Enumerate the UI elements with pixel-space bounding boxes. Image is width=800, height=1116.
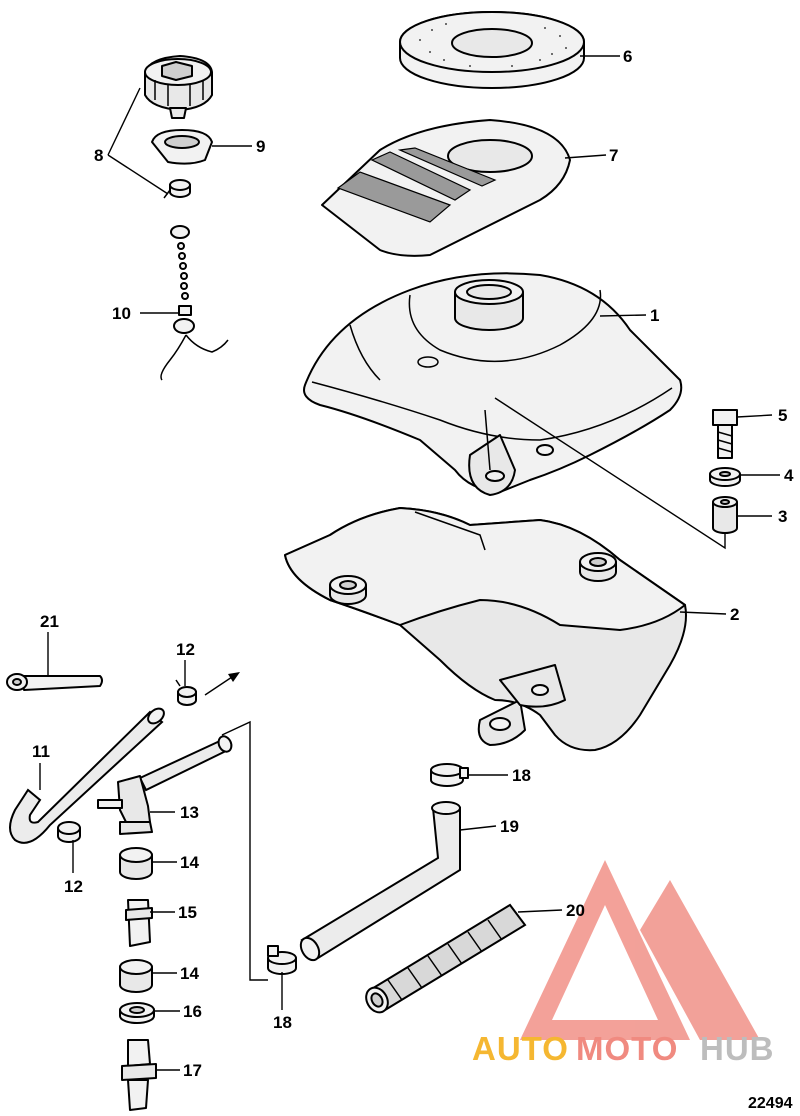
callout-7: 7 — [609, 146, 618, 165]
part-19-elbow-hose — [299, 801, 461, 962]
part-10-retainer-chain — [160, 225, 229, 381]
part-15-connector — [125, 899, 153, 947]
part-20-sleeve — [365, 903, 527, 1014]
callout-21: 21 — [40, 612, 59, 631]
callout-4: 4 — [784, 466, 794, 485]
callout-19: 19 — [500, 817, 519, 836]
callout-16: 16 — [183, 1002, 202, 1021]
watermark-text-moto: MOTO — [576, 1030, 678, 1067]
callout-18-top: 18 — [512, 766, 531, 785]
catalog-number: 22494 — [748, 1095, 793, 1112]
watermark-text-hub: HUB — [700, 1030, 775, 1067]
part-8-filler-cap — [144, 55, 213, 119]
callout-1: 1 — [650, 306, 659, 325]
part-12-clamp-top — [175, 679, 197, 706]
part-13-fuel-valve — [97, 735, 233, 835]
part-21-tie-strap — [6, 673, 103, 691]
watermark-triangle-icon — [520, 860, 690, 1040]
part-18-clamp-top — [430, 763, 469, 787]
callout-2: 2 — [730, 605, 739, 624]
callout-13: 13 — [180, 803, 199, 822]
callout-9: 9 — [256, 137, 265, 156]
part-18-clamp-bottom — [267, 945, 297, 975]
part-14-spacer-bottom — [119, 959, 153, 993]
callout-14-bottom: 14 — [180, 964, 199, 983]
callout-14-top: 14 — [180, 853, 199, 872]
part-6-foam-filter — [399, 11, 585, 89]
part-1-tank-cover — [303, 272, 683, 496]
watermark-logo — [520, 860, 760, 1040]
callout-18-bottom: 18 — [273, 1013, 292, 1032]
callout-5: 5 — [778, 406, 787, 425]
callout-12-top: 12 — [176, 640, 195, 659]
part-3-spacer — [712, 496, 738, 534]
part-16-washer — [119, 1002, 155, 1024]
part-14-spacer-top — [119, 847, 153, 880]
part-7-pad — [321, 119, 571, 257]
callout-12-bottom: 12 — [64, 877, 83, 896]
part-17-fitting — [121, 1039, 157, 1111]
callout-8: 8 — [94, 146, 103, 165]
callout-labels: 6 7 1 2 3 4 5 8 9 10 21 12 11 12 13 14 1… — [32, 47, 794, 1080]
part-9-gasket — [151, 129, 213, 165]
part-5-bolt — [712, 409, 738, 459]
part-12-clamp-bottom — [57, 821, 81, 843]
flow-arrow — [204, 672, 240, 696]
watermark-text-auto: AUTO — [472, 1030, 569, 1067]
callout-11: 11 — [32, 742, 50, 761]
leader-lines — [39, 55, 780, 1071]
part-2-tank-base — [284, 507, 687, 752]
part-4-washer — [709, 467, 741, 487]
callout-10: 10 — [112, 304, 131, 323]
callout-6: 6 — [623, 47, 632, 66]
part-8-clip — [163, 179, 191, 199]
callout-17: 17 — [183, 1061, 202, 1080]
part-11-hose — [9, 707, 165, 844]
callout-3: 3 — [778, 507, 787, 526]
callout-15: 15 — [178, 903, 197, 922]
callout-20: 20 — [566, 901, 585, 920]
